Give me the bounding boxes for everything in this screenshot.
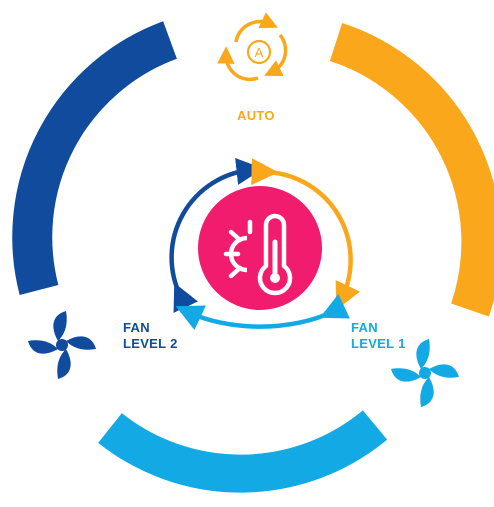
inner-arrow-dark — [169, 158, 264, 313]
auto-label: AUTO — [237, 108, 275, 124]
thermometer-sun-icon — [198, 186, 322, 310]
fan-level-2-line2: LEVEL 2 — [123, 336, 178, 351]
fan-level-2-line1: FAN — [123, 320, 150, 335]
auto-cycle-icon — [217, 12, 288, 82]
outer-arc-fan-level-1 — [98, 410, 388, 493]
fan-level-2-icon — [28, 311, 96, 379]
auto-label-text: AUTO — [237, 108, 275, 123]
fan-level-1-line2: LEVEL 1 — [351, 336, 406, 351]
outer-arc-fan-level-2 — [12, 21, 178, 296]
fan-level-1-label: FAN LEVEL 1 — [351, 320, 406, 352]
fan-level-2-label: FAN LEVEL 2 — [123, 320, 178, 352]
outer-arc-auto — [329, 22, 494, 317]
inner-arrow-orange — [251, 158, 361, 311]
fan-level-1-line1: FAN — [351, 320, 378, 335]
inner-arrow-light — [175, 294, 350, 330]
auto-letter: A — [255, 45, 264, 60]
fan-level-1-icon — [391, 339, 459, 407]
